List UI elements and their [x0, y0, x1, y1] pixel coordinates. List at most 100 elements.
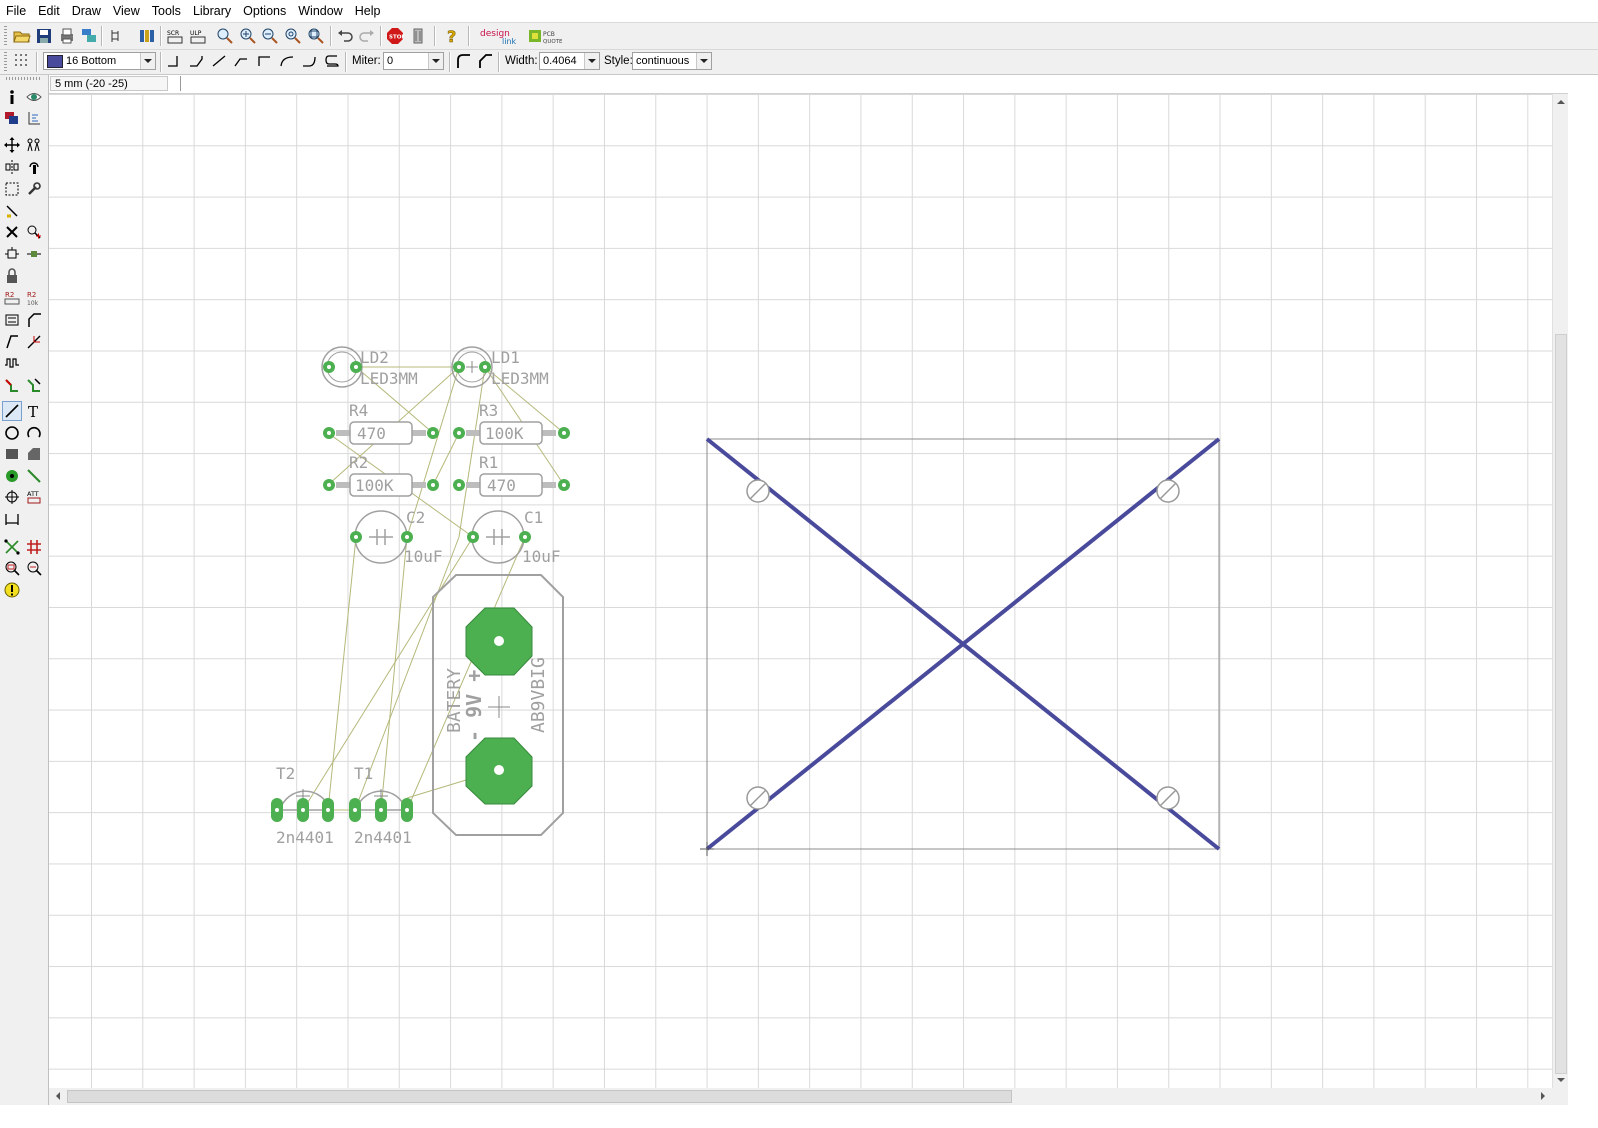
vertical-scrollbar[interactable] [1552, 94, 1569, 1088]
toolbar-grip[interactable] [4, 26, 7, 46]
board-canvas[interactable]: LD2 LED3MM LD1 LED3MM R4 470 [49, 94, 1552, 1088]
attribute-tool-icon[interactable]: ATT [24, 487, 44, 507]
wire-bend-45-alt-icon[interactable] [231, 51, 251, 71]
optimize-icon[interactable] [24, 332, 44, 352]
chevron-down-icon[interactable] [584, 53, 599, 69]
menu-options[interactable]: Options [243, 4, 287, 18]
layer-select[interactable]: 16 Bottom [43, 52, 156, 70]
print-icon[interactable] [57, 26, 77, 46]
meander-icon[interactable] [2, 353, 22, 373]
grid-icon[interactable] [12, 51, 32, 71]
info-icon[interactable] [2, 87, 22, 107]
lock-swap-icon[interactable] [24, 244, 44, 264]
polygon-tool-icon[interactable] [24, 444, 44, 464]
library-books-icon[interactable] [137, 26, 157, 46]
menu-library[interactable]: Library [192, 4, 232, 18]
mounting-hole[interactable] [746, 479, 770, 503]
copy-icon[interactable] [24, 135, 44, 155]
part-ld1[interactable]: LD1 LED3MM [451, 346, 549, 388]
menu-file[interactable]: File [6, 4, 27, 18]
cam-processor-icon[interactable] [79, 26, 99, 46]
menu-window[interactable]: Window [298, 4, 343, 18]
wire-tool-icon[interactable] [2, 401, 22, 421]
ripup-icon[interactable] [24, 375, 44, 395]
part-r2[interactable]: R2 100K [323, 453, 439, 497]
part-battery[interactable]: BATERY - 9V + AB9VBIG [432, 574, 564, 836]
chevron-down-icon[interactable] [696, 53, 711, 69]
part-r3[interactable]: R3 100K [453, 401, 570, 445]
mirror-icon[interactable] [2, 157, 22, 177]
toolbox-grip[interactable] [6, 77, 42, 80]
change-wrench-icon[interactable] [24, 179, 44, 199]
zoom-select-icon[interactable] [306, 26, 326, 46]
scroll-up-icon[interactable] [1553, 94, 1569, 110]
help-icon[interactable]: ? [442, 26, 462, 46]
miter-select[interactable]: 0 [383, 52, 444, 70]
scroll-right-icon[interactable] [1535, 1088, 1551, 1104]
split-icon[interactable] [2, 332, 22, 352]
stop-icon[interactable]: STOP [385, 26, 405, 46]
hole-tool-icon[interactable] [2, 487, 22, 507]
zoom-fit-icon[interactable] [215, 26, 235, 46]
add-icon[interactable] [24, 222, 44, 242]
rotate-icon[interactable] [24, 157, 44, 177]
text-tool-icon[interactable]: T [24, 401, 44, 421]
menu-view[interactable]: View [112, 4, 140, 18]
paste-icon[interactable] [2, 201, 22, 221]
wire-bend-90-icon[interactable] [164, 51, 184, 71]
group-icon[interactable] [2, 179, 22, 199]
replace-icon[interactable] [2, 244, 22, 264]
menu-draw[interactable]: Draw [71, 4, 101, 18]
part-r4[interactable]: R4 470 [323, 401, 439, 445]
smash-icon[interactable] [2, 310, 22, 330]
wire-bend-90-alt-icon[interactable] [254, 51, 274, 71]
miter-round-icon[interactable] [453, 51, 473, 71]
miter-straight-icon[interactable] [475, 51, 495, 71]
route-icon[interactable] [2, 375, 22, 395]
display-layers-icon[interactable] [2, 108, 22, 128]
mark-icon[interactable] [24, 108, 44, 128]
ratsnest-icon[interactable] [2, 537, 22, 557]
mounting-hole[interactable] [746, 786, 770, 810]
toolbar-grip[interactable] [4, 52, 7, 72]
menu-edit[interactable]: Edit [38, 4, 60, 18]
wire-bend-s-icon[interactable] [322, 51, 342, 71]
circle-tool-icon[interactable] [2, 423, 22, 443]
wire-bend-straight-icon[interactable] [209, 51, 229, 71]
horizontal-scrollbar[interactable] [49, 1088, 1552, 1105]
errors-icon[interactable] [2, 580, 22, 600]
zoom-out-icon[interactable] [260, 26, 280, 46]
dimension-tool-icon[interactable] [2, 509, 22, 529]
part-c2[interactable]: C2 10uF [350, 508, 443, 566]
part-ld2[interactable]: LD2 LED3MM [321, 346, 418, 388]
wire-bend-45-icon[interactable] [186, 51, 206, 71]
wire-bend-arc-icon[interactable] [277, 51, 297, 71]
mounting-hole[interactable] [1156, 786, 1180, 810]
script-icon[interactable]: SCR [165, 26, 185, 46]
via-tool-icon[interactable] [2, 466, 22, 486]
signal-tool-icon[interactable] [24, 466, 44, 486]
trace-diagonal-2[interactable] [705, 437, 1221, 851]
wire-bend-arc-alt-icon[interactable] [299, 51, 319, 71]
run-ulp-icon[interactable]: ULP [188, 26, 208, 46]
scroll-down-icon[interactable] [1553, 1072, 1569, 1088]
part-c1[interactable]: C1 10uF [467, 508, 561, 566]
erc-drc-icon[interactable] [2, 558, 22, 578]
delete-icon[interactable] [2, 222, 22, 242]
save-icon[interactable] [34, 26, 54, 46]
style-select[interactable]: continuous [632, 52, 712, 70]
name-icon[interactable]: R2 [2, 288, 22, 308]
chevron-down-icon[interactable] [428, 53, 443, 69]
zoom-in-icon[interactable] [238, 26, 258, 46]
vertical-scroll-thumb[interactable] [1555, 334, 1567, 1074]
scroll-left-icon[interactable] [50, 1088, 66, 1104]
menu-tools[interactable]: Tools [151, 4, 181, 18]
go-icon[interactable] [408, 26, 428, 46]
miter-tool-icon[interactable] [24, 310, 44, 330]
show-eye-icon[interactable] [24, 87, 44, 107]
part-t1[interactable]: T1 2n4401 [349, 764, 413, 847]
redo-icon[interactable] [357, 26, 377, 46]
drc-icon[interactable] [24, 558, 44, 578]
